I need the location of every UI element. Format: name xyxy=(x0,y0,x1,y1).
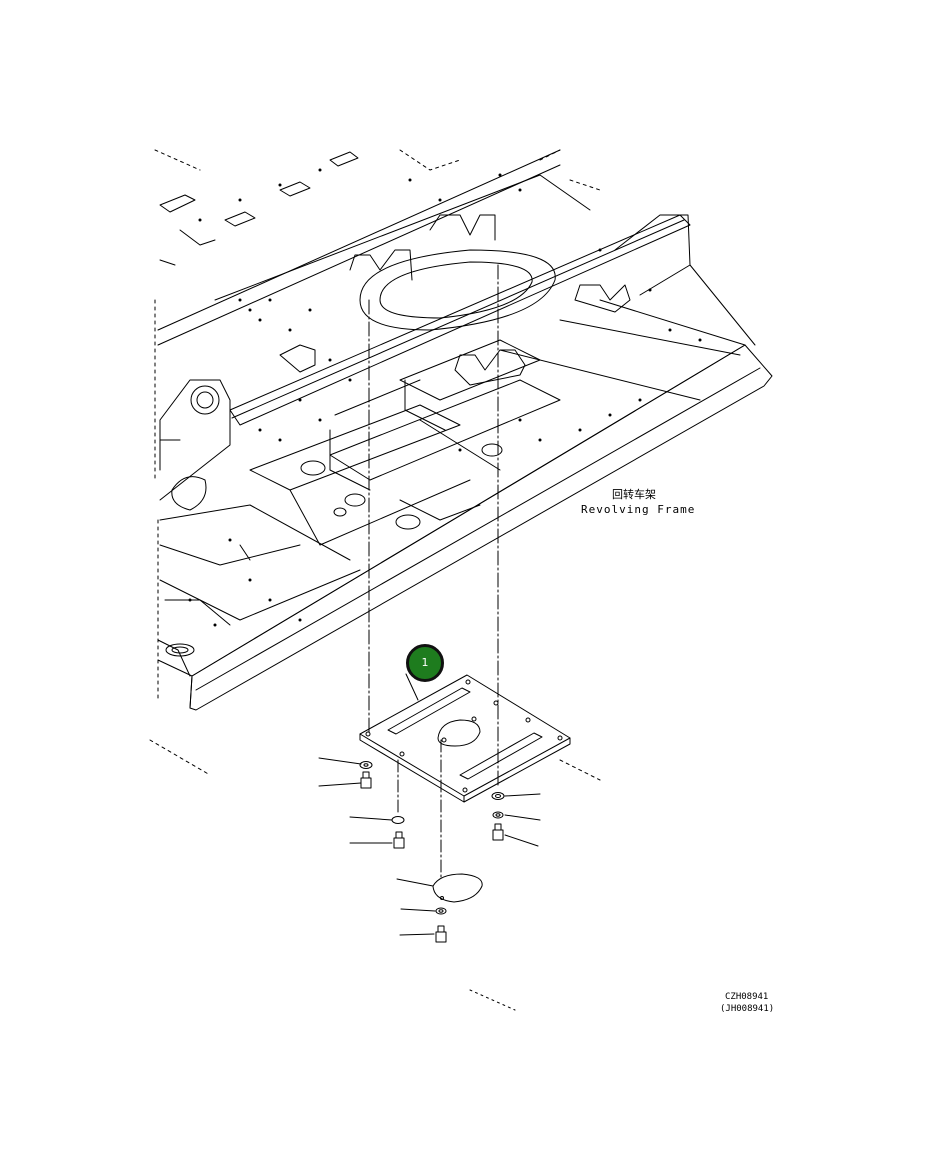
revolving-frame xyxy=(149,149,773,1011)
part-callout-number: 1 xyxy=(421,656,429,669)
drawing-code-alt: (JH008941) xyxy=(720,1004,775,1014)
frame-label-english: Revolving Frame xyxy=(581,503,696,516)
fastener-hardware xyxy=(318,739,541,943)
drawing-code: CZH08941 xyxy=(725,992,769,1002)
frame-label-chinese: 回转车架 xyxy=(612,488,656,501)
part-callout-marker[interactable]: 1 xyxy=(406,644,444,682)
assembly-center-lines xyxy=(368,264,499,786)
undercover-plate xyxy=(359,673,571,803)
